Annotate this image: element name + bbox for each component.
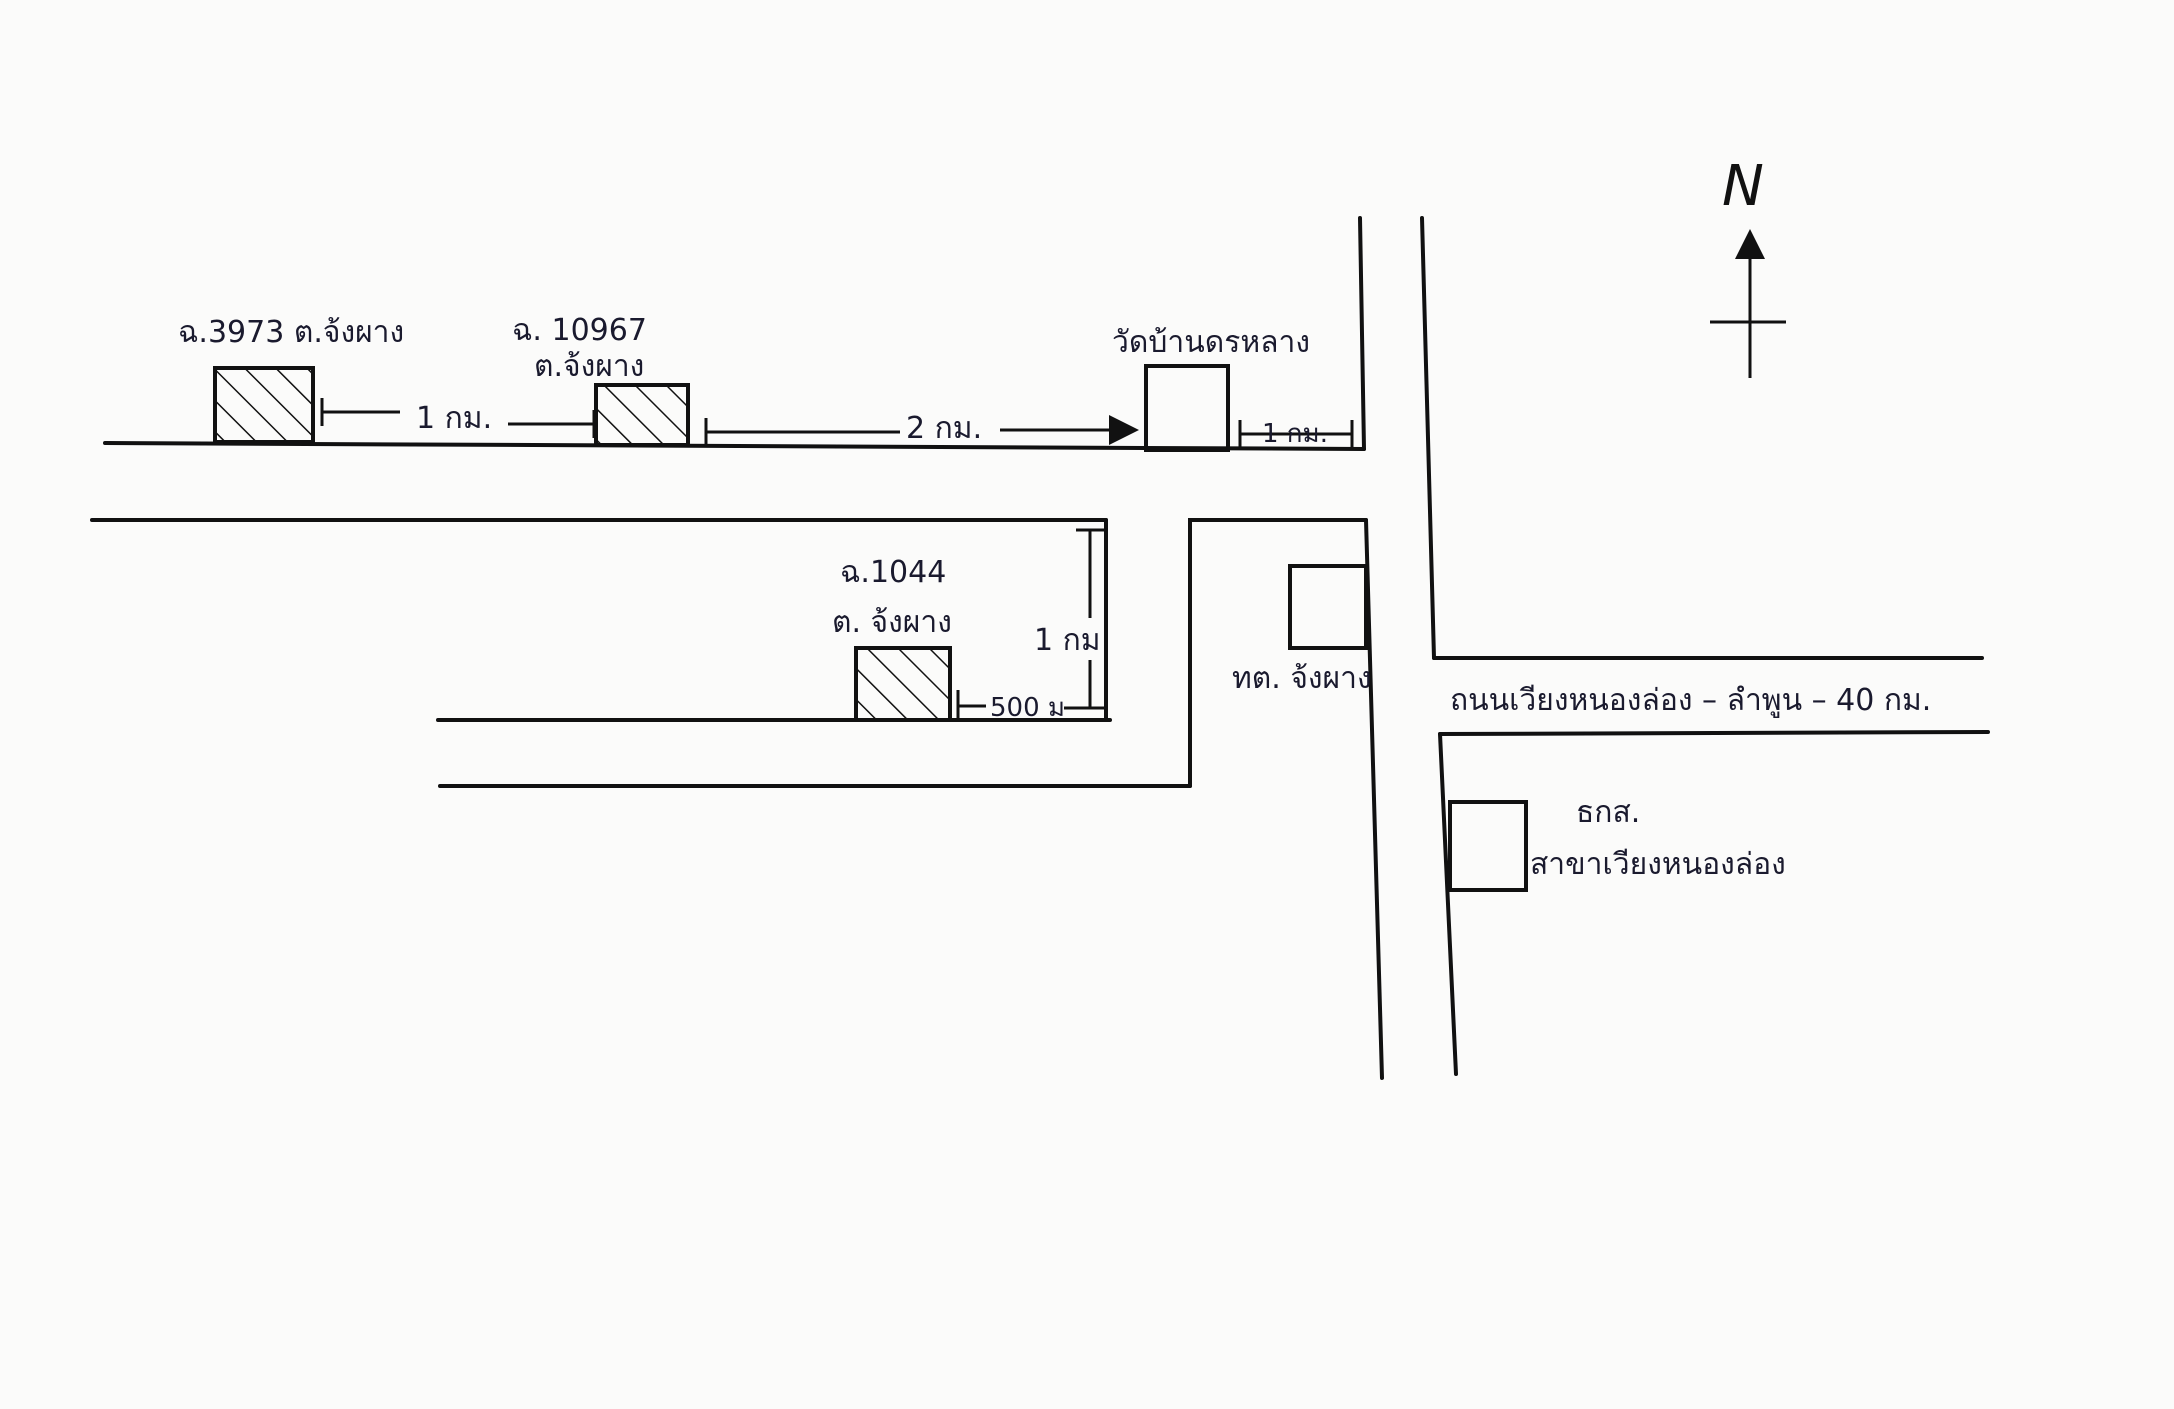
distance-label-3: 1 กม.	[1262, 419, 1328, 449]
connector-road	[1188, 518, 1368, 788]
main-road-east-edge-top	[1420, 216, 1436, 660]
distance-marker-5: 500 ม	[956, 690, 1102, 723]
distance-label-5: 500 ม	[990, 693, 1065, 723]
compass: N	[1710, 154, 1786, 378]
plot-1044-label-bottom: ต. จ้งผาง	[832, 605, 952, 640]
distance-marker-4: 1 กม	[1034, 528, 1104, 710]
land-plot-3973	[213, 366, 315, 444]
plot-3973-label: ฉ.3973 ต.จ้งผาง	[178, 315, 404, 350]
main-road-west-edge-top	[1358, 216, 1366, 451]
land-plot-1044	[854, 646, 952, 722]
plot-1044-label-top: ฉ.1044	[840, 555, 946, 590]
main-road-west-edge-bottom	[1364, 518, 1384, 1080]
distance-marker-3: 1 กม.	[1238, 419, 1354, 449]
bank-label-top: ธกส.	[1576, 795, 1640, 830]
distance-marker-1: 1 กม.	[320, 398, 596, 438]
compass-north-label: N	[1722, 154, 1764, 219]
distance-label-2: 2 กม.	[906, 411, 982, 446]
plot-10967-label-bottom: ต.จ้งผาง	[534, 349, 644, 384]
temple-building	[1144, 364, 1230, 452]
tambon-office-label: ทต. จ้งผาง	[1232, 661, 1372, 696]
distance-label-4: 1 กม	[1034, 623, 1101, 658]
bank-label-bottom: สาขาเวียงหนองล่อง	[1530, 847, 1786, 882]
plot-10967-label-top: ฉ. 10967	[512, 313, 647, 348]
land-plot-10967	[594, 383, 690, 447]
distance-marker-2: 2 กม.	[704, 411, 1139, 446]
distance-label-1: 1 กม.	[416, 401, 492, 436]
tambon-office-building	[1288, 564, 1368, 650]
highway-label: ถนนเวียงหนองล่อง – ลำพูน – 40 กม.	[1450, 683, 1931, 718]
highway-south-edge	[1438, 730, 1990, 736]
main-road-east-edge-bottom	[1438, 732, 1458, 1076]
bank-building	[1448, 800, 1528, 892]
temple-label: วัดบ้านดรหลาง	[1112, 325, 1310, 360]
